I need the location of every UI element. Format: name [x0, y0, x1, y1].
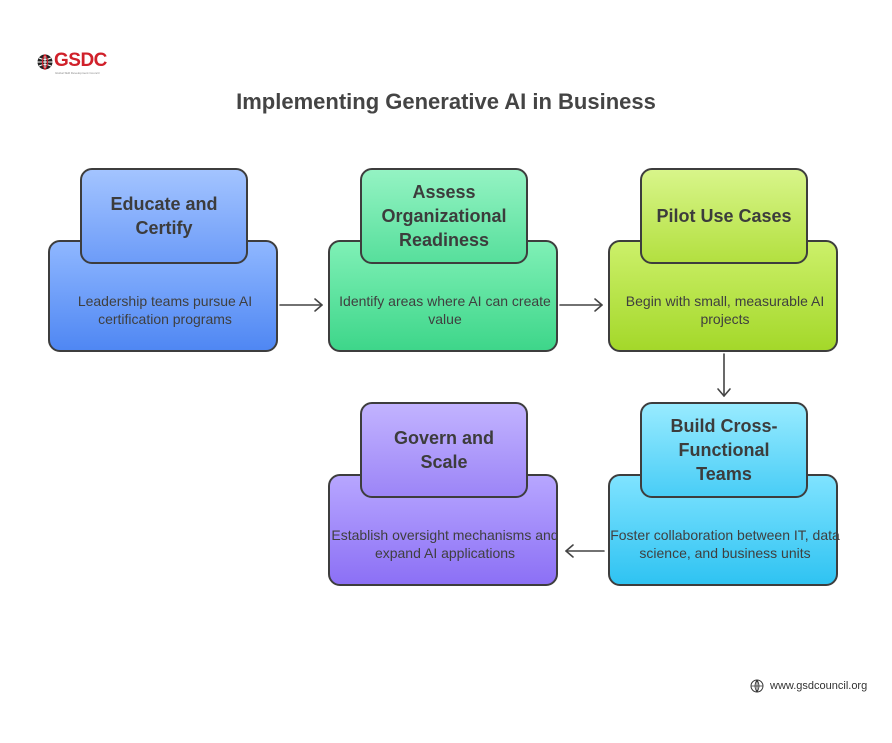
globe-icon — [750, 679, 764, 693]
step-assess-organizational-readiness: Identify areas where AI can create value… — [328, 168, 560, 356]
step-build-cross-functional-teams: Foster collaboration between IT, data sc… — [608, 402, 840, 590]
step-heading: Assess Organizational Readiness — [360, 168, 528, 264]
step-heading: Educate and Certify — [80, 168, 248, 264]
diagram-title: Implementing Generative AI in Business — [236, 89, 656, 114]
step-educate-and-certify: Leadership teams pursue AI certification… — [48, 168, 280, 356]
arrow-left-icon — [565, 544, 605, 558]
arrow-right-icon — [279, 298, 323, 312]
footer: www.gsdcouncil.org — [750, 677, 867, 695]
step-description: Foster collaboration between IT, data sc… — [610, 527, 840, 561]
website-link[interactable]: www.gsdcouncil.org — [770, 680, 868, 692]
step-description: Identify areas where AI can create value — [339, 293, 551, 327]
globe-icon — [37, 54, 53, 70]
step-pilot-use-cases: Begin with small, measurable AI projects… — [608, 168, 840, 356]
logo-text: GSDC — [54, 50, 107, 71]
step-heading: Pilot Use Cases — [640, 168, 808, 264]
gsdc-logo: GSDC Global Skill Development Council — [36, 51, 116, 77]
step-description: Begin with small, measurable AI projects — [625, 293, 825, 327]
step-govern-and-scale: Establish oversight mechanisms and expan… — [328, 402, 560, 590]
step-description: Establish oversight mechanisms and expan… — [331, 527, 559, 561]
step-heading: Govern and Scale — [360, 402, 528, 498]
step-heading: Build Cross-Functional Teams — [640, 402, 808, 498]
arrow-right-icon — [559, 298, 603, 312]
logo-subtext: Global Skill Development Council — [55, 71, 100, 75]
arrow-down-icon — [717, 353, 731, 397]
step-description: Leadership teams pursue AI certification… — [77, 293, 253, 327]
